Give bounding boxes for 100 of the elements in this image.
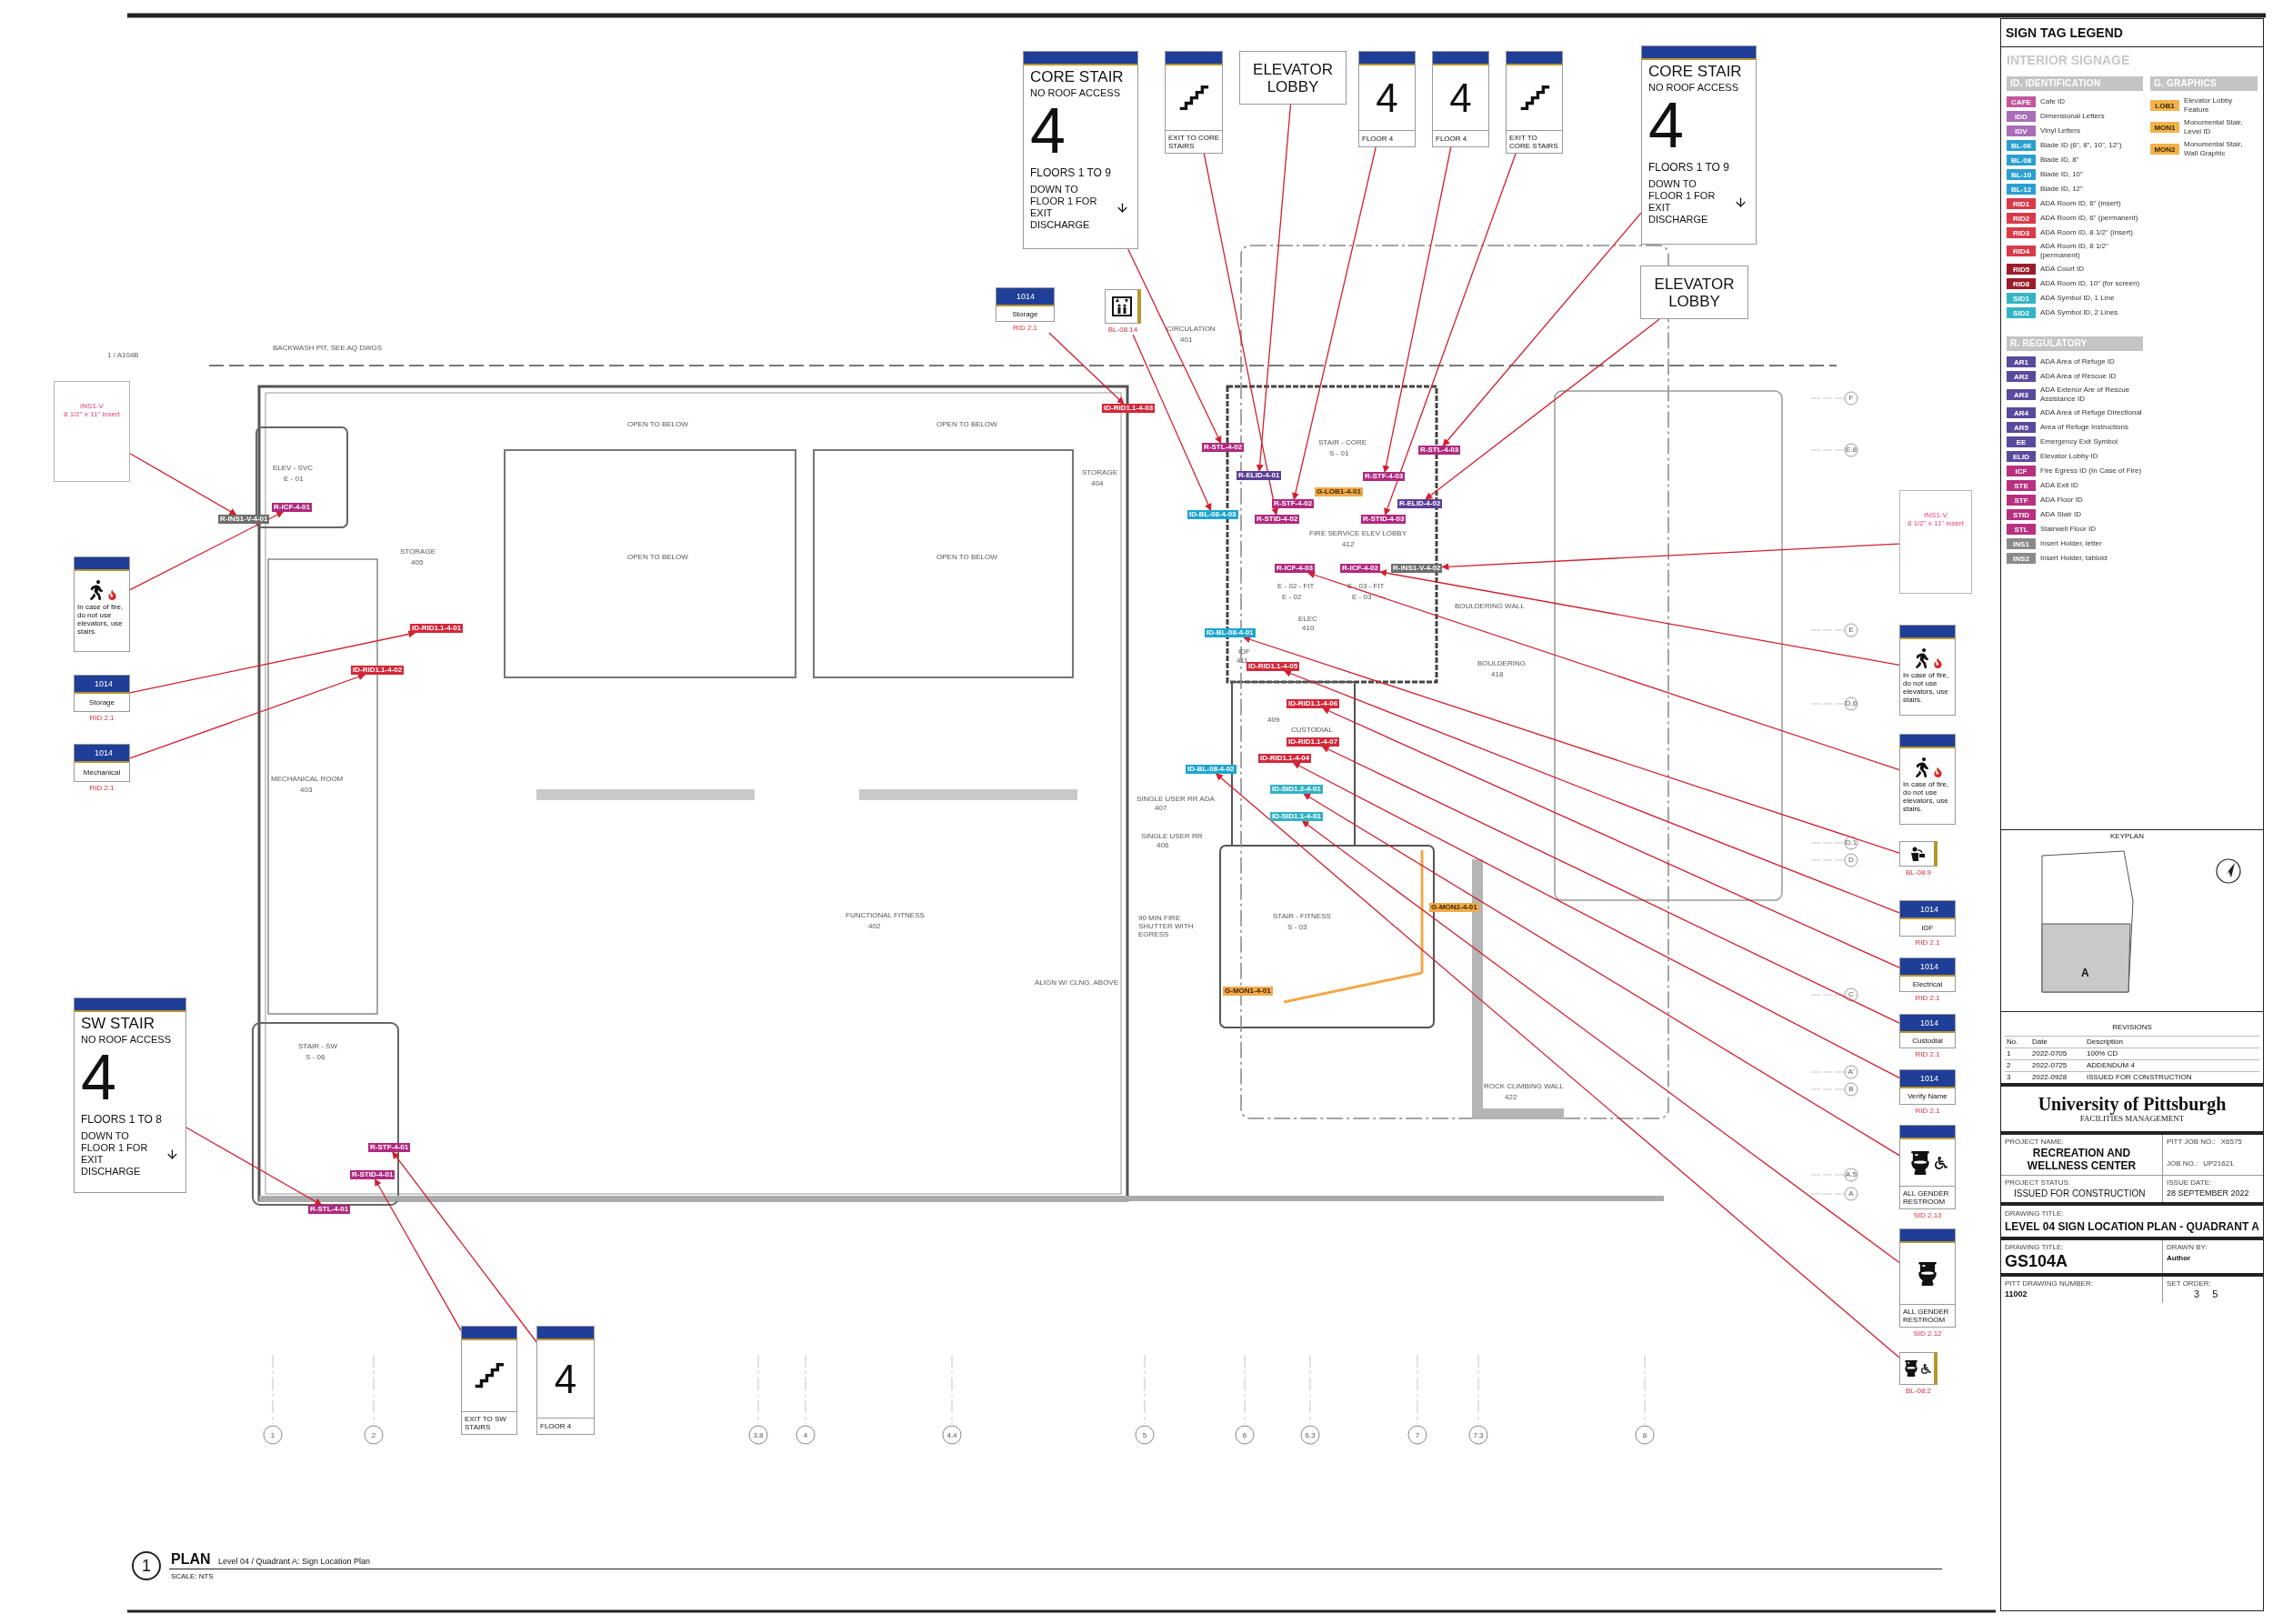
legend-text: Elevator Lobby Feature	[2184, 96, 2234, 115]
sign-tag: R-STL-4-03	[1418, 446, 1461, 455]
legend-swatch: MON1	[2150, 122, 2179, 133]
sign-tag: ID-RID1.1-4-02	[351, 666, 405, 675]
legend-text: ADA Room ID, 6" (insert)	[2040, 199, 2121, 208]
sign-text: FLOOR 4	[540, 1422, 573, 1430]
field-label: PROJECT NAME:	[2005, 1138, 2065, 1147]
table-cell-text: No.	[2006, 1037, 2019, 1048]
legend-text: ADA Stair ID	[2040, 510, 2081, 519]
legend-swatch: BL-08	[2007, 155, 2036, 165]
leader-line	[1322, 707, 1900, 968]
legend-swatch: MON2	[2150, 144, 2179, 155]
grid-label: 5	[1141, 1431, 1148, 1439]
sign-text: EXIT TO CORE STAIRS	[1168, 134, 1219, 150]
room-label: 1 / A104B	[107, 351, 139, 359]
leader-line	[1256, 104, 1292, 472]
grid-label: E	[1847, 626, 1855, 634]
legend-text: Insert Holder, tabloid	[2040, 554, 2108, 563]
floor-range: FLOORS 1 TO 9	[1648, 161, 1730, 174]
field-value: UP21621	[2203, 1159, 2234, 1168]
leader-line	[1291, 146, 1377, 500]
legend-swatch: INS2	[2007, 553, 2036, 564]
sign-type-label: RID 2.1	[1012, 324, 1038, 333]
room-name: IDF	[1921, 923, 1934, 932]
sign-tag: R-STF-4-03	[1363, 472, 1406, 481]
sign-tag: R-STID-4-02	[1255, 515, 1300, 524]
room-number: 1014	[1920, 962, 1939, 971]
grid-label: B	[1847, 1085, 1855, 1093]
room-label: E - 03	[1352, 593, 1372, 601]
field-label: SET ORDER:	[2167, 1279, 2212, 1288]
table-cell-text: Date	[2031, 1037, 2048, 1048]
section-heading: KEYPLAN	[2110, 832, 2144, 840]
leader-line	[1425, 318, 1660, 500]
leader-line	[129, 511, 285, 591]
sign-text: FLOOR 4	[1436, 135, 1468, 143]
field-label: DRAWING TITLE:	[2005, 1243, 2065, 1252]
legend-text: Blade ID, 10"	[2040, 170, 2083, 179]
leader-line	[1203, 153, 1279, 516]
legend-text: Insert Holder, letter	[2040, 539, 2102, 548]
exit-instruction: DOWN TO FLOOR 1 FOR EXIT DISCHARGE	[81, 1130, 149, 1178]
scale-note: SCALE: NTS	[171, 1572, 214, 1580]
room-label: OPEN TO BELOW	[936, 420, 997, 428]
leader-line	[1307, 571, 1900, 771]
floor-number: 4	[1449, 77, 1472, 118]
leader-line	[1441, 543, 1900, 571]
quadrant-label: A	[2081, 967, 2089, 979]
exit-instruction: DOWN TO FLOOR 1 FOR EXIT DISCHARGE	[1648, 178, 1717, 226]
field-label: DRAWN BY:	[2167, 1243, 2208, 1252]
room-label: OPEN TO BELOW	[627, 420, 688, 428]
drawing-title: LEVEL 04 SIGN LOCATION PLAN - QUADRANT A	[2005, 1220, 2259, 1233]
room-label: S - 03	[1287, 923, 1307, 931]
legend-text: Vinyl Letters	[2040, 126, 2080, 135]
legend-text: Fire Egress ID (In Case of Fire)	[2040, 466, 2142, 476]
section-header: R. REGULATORY	[2007, 336, 2143, 351]
legend-swatch: RID1	[2007, 198, 2036, 209]
room-number: 1014	[95, 748, 114, 757]
table-cell-text: Description	[2086, 1037, 2124, 1048]
leader-line	[1243, 636, 1900, 854]
legend-text: ADA Court ID	[2040, 265, 2084, 274]
grid-label: D.6	[1845, 699, 1857, 707]
grid-label: D.1	[1845, 838, 1857, 847]
grid-label: 7	[1414, 1431, 1421, 1439]
leader-line	[1215, 773, 1900, 1358]
grid-label: 8	[1641, 1431, 1648, 1439]
sign-tag: G-LOB1-4-01	[1315, 487, 1363, 496]
legend-swatch: INS1	[2007, 538, 2036, 549]
legend-text: ADA Room ID, 6" (permanent)	[2040, 214, 2138, 223]
sign-text: EXIT TO SW STAIRS	[465, 1415, 507, 1431]
legend-text: Dimensional Letters	[2040, 112, 2105, 121]
table-cell-text: 2022-0725	[2031, 1060, 2068, 1071]
sign-subtitle: NO ROOF ACCESS	[1030, 86, 1122, 99]
room-label: E - 02 - FIT	[1277, 582, 1315, 590]
section-header: ID. IDENTIFICATION	[2007, 76, 2143, 91]
room-name: Storage	[89, 698, 115, 707]
table-cell-text: 2022-0928	[2031, 1072, 2068, 1083]
sign-text: ALL GENDER RESTROOM	[1903, 1308, 1950, 1324]
view-subtitle: Level 04 / Quadrant A: Sign Location Plan	[218, 1557, 371, 1566]
sign-title: CORE STAIR	[1648, 63, 1743, 81]
room-label: 404	[1091, 479, 1104, 487]
grid-label: D	[1847, 856, 1855, 864]
legend-title: SIGN TAG LEGEND	[2006, 25, 2123, 40]
legend-text: Monumental Stair, Wall Graphic	[2184, 140, 2244, 158]
sign-tag: G-MON1-4-01	[1223, 987, 1273, 996]
sign-type-label: BL-08.9	[1906, 868, 1931, 877]
leader-line	[1292, 762, 1900, 1079]
legend-swatch: SID2	[2007, 307, 2036, 318]
sign-type: INS1-V	[1924, 511, 1948, 519]
grid-label: A	[1847, 1189, 1855, 1198]
legend-text: Blade ID, 12"	[2040, 185, 2083, 194]
floor-number: 4	[1376, 77, 1398, 118]
view-number: 1	[142, 1557, 151, 1575]
legend-swatch: ELID	[2007, 451, 2036, 462]
room-label: STAIR - SW	[298, 1042, 337, 1050]
section-header: G. GRAPHICS	[2150, 76, 2258, 91]
legend-text: Cafe ID	[2040, 97, 2066, 106]
sign-tag: R-STF-4-01	[368, 1143, 411, 1152]
room-label: 402	[868, 922, 881, 930]
legend-swatch: IDV	[2007, 125, 2036, 136]
legend-swatch: RID8	[2007, 278, 2036, 289]
project-status: ISSUED FOR CONSTRUCTION	[2013, 1188, 2147, 1199]
